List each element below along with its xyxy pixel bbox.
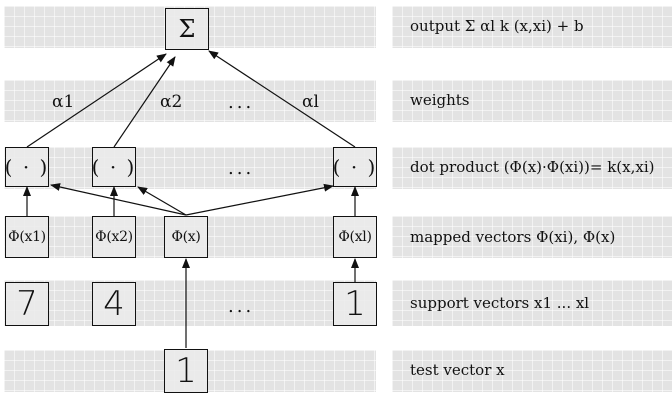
sum-symbol: Σ xyxy=(178,15,196,43)
weight-alpha-1: α1 xyxy=(52,92,75,112)
dot-product-ellipsis: ... xyxy=(228,158,255,179)
label-weights: weights xyxy=(410,91,470,109)
band-weights-label xyxy=(392,80,672,122)
band-dot-product xyxy=(4,147,376,189)
output-sum-node: Σ xyxy=(165,8,209,50)
label-output: output Σ αl k (x,xi) + b xyxy=(410,17,584,35)
band-test-vector-label xyxy=(392,350,672,392)
label-test-vector: test vector x xyxy=(410,361,505,379)
weight-alpha-l: αl xyxy=(302,92,319,112)
mapped-node-phi-xl: Φ(xl) xyxy=(333,216,377,258)
phi-xl-label: Φ(xl) xyxy=(338,229,372,245)
arrow-phix-to-dotl xyxy=(185,183,334,216)
arrow-phix-to-dot2 xyxy=(137,186,187,216)
band-output-label xyxy=(392,6,672,48)
dot-product-node-2: ( · ) xyxy=(92,147,136,187)
digit-1: 1 xyxy=(344,284,366,324)
dot-product-node-l: ( · ) xyxy=(333,147,377,187)
phi-x-label: Φ(x) xyxy=(171,229,201,245)
support-vectors-ellipsis: ... xyxy=(228,296,255,317)
dot-symbol: ( · ) xyxy=(4,155,50,179)
band-mapped-vectors-label xyxy=(392,216,672,258)
phi-x2-label: Φ(x2) xyxy=(95,229,133,245)
support-vector-digit-l: 1 xyxy=(333,282,377,326)
arrow-dot2-to-output xyxy=(113,56,176,148)
band-support-vectors-label xyxy=(392,280,672,326)
dot-symbol: ( · ) xyxy=(332,155,378,179)
support-vector-digit-1: 7 xyxy=(5,282,49,326)
band-dot-product-label xyxy=(392,147,672,189)
label-dot-product: dot product (Φ(x)·Φ(xi))= k(x,xi) xyxy=(410,158,655,176)
mapped-node-phi-x1: Φ(x1) xyxy=(5,216,49,258)
phi-x1-label: Φ(x1) xyxy=(8,229,46,245)
test-digit-1: 1 xyxy=(175,351,197,391)
arrow-dotl-to-output xyxy=(208,50,356,148)
digit-7: 7 xyxy=(16,284,38,324)
digit-4: 4 xyxy=(103,284,125,324)
support-vector-digit-2: 4 xyxy=(92,282,136,326)
mapped-node-phi-x2: Φ(x2) xyxy=(92,216,136,258)
arrow-phix-to-dot1 xyxy=(50,183,187,216)
test-vector-digit: 1 xyxy=(164,349,208,393)
weights-ellipsis: ... xyxy=(228,92,255,113)
band-weights xyxy=(4,80,376,122)
dot-product-node-1: ( · ) xyxy=(5,147,49,187)
arrow-dot1-to-output xyxy=(26,53,167,148)
band-support-vectors xyxy=(4,280,376,326)
weight-alpha-2: α2 xyxy=(160,92,183,112)
dot-symbol: ( · ) xyxy=(91,155,137,179)
label-mapped-vectors: mapped vectors Φ(xi), Φ(x) xyxy=(410,228,616,246)
label-support-vectors: support vectors x1 ... xl xyxy=(410,294,590,312)
mapped-node-phi-x: Φ(x) xyxy=(164,216,208,258)
